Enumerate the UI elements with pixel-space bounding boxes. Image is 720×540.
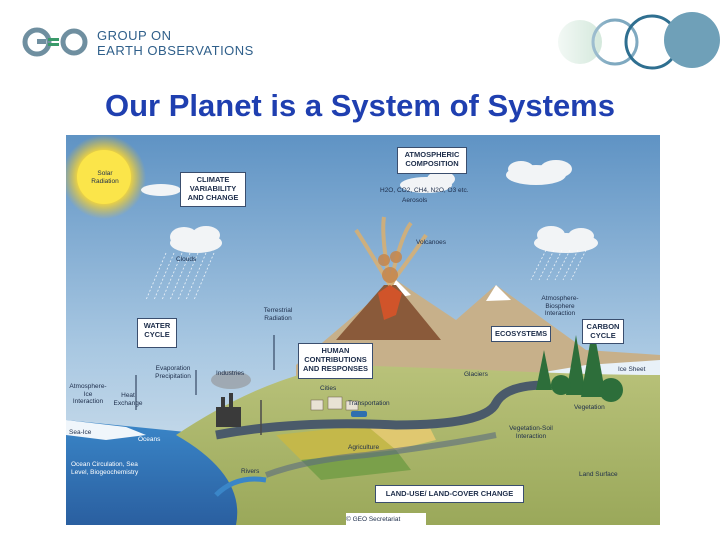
copyright-text: © GEO Secretariat <box>346 516 401 523</box>
label-gases: H2O, CO2, CH4, N2O, O3 etc. <box>380 187 469 194</box>
label-vegetation: Vegetation <box>574 404 605 411</box>
label-evaporation: Evaporation Precipitation <box>155 365 191 380</box>
box-land-use-change: LAND-USE/ LAND-COVER CHANGE <box>375 485 524 503</box>
org-name: GROUP ON EARTH OBSERVATIONS <box>97 28 254 58</box>
box-atmospheric-composition: ATMOSPHERIC COMPOSITION <box>397 147 467 174</box>
org-line-1: GROUP ON <box>97 28 172 43</box>
label-ocean-circulation: Ocean Circulation, Sea Level, Biogeochem… <box>71 461 139 476</box>
label-heat-exchange: Heat Exchange <box>113 392 143 407</box>
label-transportation: Transportation <box>348 400 390 407</box>
label-rivers: Rivers <box>241 468 260 475</box>
label-solar-radiation: Solar Radiation <box>91 170 119 185</box>
label-atmosphere-ice: Atmosphere-Ice Interaction <box>69 383 107 405</box>
label-cities: Cities <box>320 385 337 392</box>
label-oceans: Oceans <box>138 436 161 443</box>
earth-system-diagram: Solar Radiation CLIMATE VARIABILITY AND … <box>66 135 660 525</box>
label-aerosols: Aerosols <box>402 197 428 204</box>
box-water-cycle: WATER CYCLE <box>137 318 177 348</box>
box-ecosystems: ECOSYSTEMS <box>491 326 551 342</box>
geo-logo <box>22 22 92 62</box>
label-ice-sheet: Ice Sheet <box>618 366 646 373</box>
label-glaciers: Glaciers <box>464 371 488 378</box>
label-industries: Industries <box>216 370 245 377</box>
label-sea-ice: Sea-Ice <box>69 429 92 436</box>
label-land-surface: Land Surface <box>579 471 618 478</box>
label-vegetation-soil: Vegetation-Soil Interaction <box>509 425 553 440</box>
label-terrestrial-radiation: Terrestrial Radiation <box>263 307 293 322</box>
circles-icon <box>540 0 720 80</box>
page-title: Our Planet is a System of Systems <box>105 88 615 123</box>
label-agriculture: Agriculture <box>348 444 380 451</box>
label-volcanoes: Volcanoes <box>416 239 446 246</box>
label-atmosphere-biosphere: Atmosphere-Biosphere Interaction <box>541 295 579 317</box>
label-clouds: Clouds <box>176 256 197 263</box>
org-line-2: EARTH OBSERVATIONS <box>97 43 254 58</box>
geo-logo-icon <box>22 27 88 57</box>
decorative-circles <box>540 0 720 80</box>
box-climate-variability: CLIMATE VARIABILITY AND CHANGE <box>180 172 246 207</box>
box-carbon-cycle: CARBON CYCLE <box>582 319 624 344</box>
box-human-contributions: HUMAN CONTRIBUTIONS AND RESPONSES <box>298 343 373 379</box>
